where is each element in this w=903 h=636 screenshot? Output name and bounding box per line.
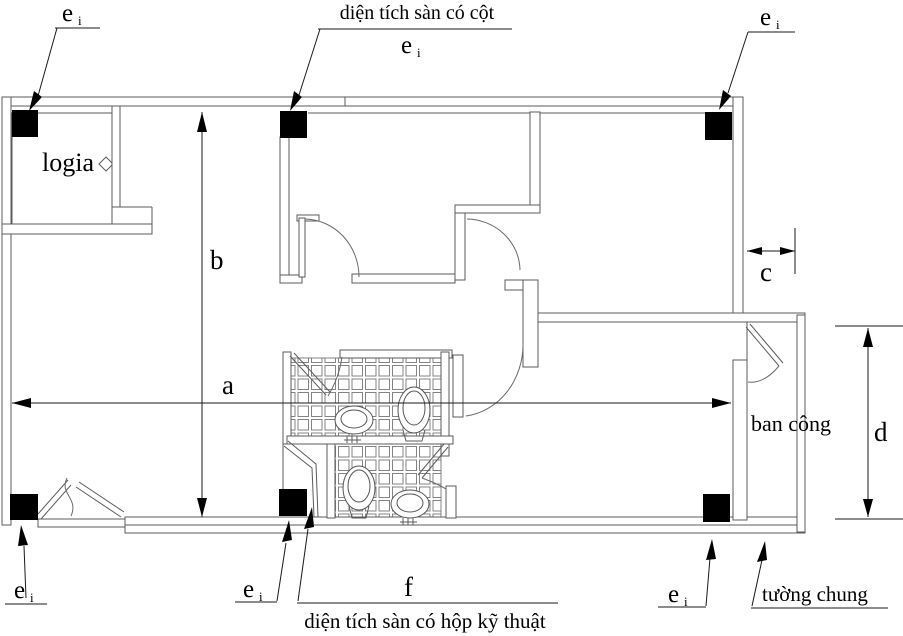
column-marker (12, 110, 38, 137)
annotation-text: diện tích sàn có hộp kỹ thuật (304, 609, 546, 633)
svg-text:e: e (62, 0, 73, 27)
bathroom-fixtures (334, 386, 431, 525)
bedroom-divider-wall (529, 111, 541, 206)
toilet-icon (397, 386, 431, 442)
svg-text:e: e (243, 576, 254, 603)
column-label-bottom-right: e i (658, 539, 716, 609)
annotation-floor-area-technical-box: f diện tích sàn có hộp kỹ thuật (297, 507, 558, 633)
column-label-top-left: e i (29, 0, 100, 111)
dimension-a: a (12, 370, 731, 408)
right-wall (732, 96, 744, 323)
column-marker (280, 111, 307, 138)
bathroom2-door (417, 443, 449, 490)
annotation-floor-area-columns: diện tích sàn có cột e i (290, 2, 512, 111)
wall-break-symbol (37, 477, 125, 520)
column-label-bottom-left: e i (5, 525, 47, 605)
svg-text:i: i (78, 13, 82, 28)
column-marker (279, 489, 307, 516)
dim-d-label: d (874, 417, 888, 447)
technical-box (282, 440, 319, 518)
loggia-right-wall (111, 105, 121, 208)
dim-a-label: a (222, 370, 234, 400)
annotation-text: tường chung (762, 582, 868, 606)
loggia-bottom-wall (1, 223, 153, 235)
balcony-right-wall (796, 314, 806, 533)
svg-text:e: e (14, 577, 25, 604)
annotation-shared-wall: tường chung (751, 541, 888, 609)
bedroom1-bottom-wall (351, 273, 456, 284)
svg-text:i: i (259, 589, 263, 604)
balcony-door (745, 323, 784, 383)
balcony-area (746, 321, 798, 519)
walls (1, 96, 806, 534)
column-marker (703, 494, 730, 522)
column-marker (10, 494, 38, 520)
balcony-label: ban công (751, 411, 831, 436)
toilet-icon (342, 465, 376, 519)
bedroom2-door (466, 218, 521, 271)
loggia-label: logia (42, 148, 94, 177)
svg-text:i: i (684, 594, 688, 609)
svg-text:i: i (776, 17, 780, 32)
loggia-area (11, 112, 114, 225)
bedroom1-door (298, 217, 360, 278)
bedroom2-bottom-wall (454, 204, 541, 214)
column-label-top-right: e i (719, 4, 795, 110)
bathroom1-door (289, 352, 343, 397)
svg-text:i: i (417, 45, 421, 60)
hallway-door (465, 343, 524, 417)
hall-wall (522, 279, 539, 368)
column-label-bottom-center: e i (235, 520, 292, 604)
hall-balcony-wall (537, 312, 806, 323)
column-marker (705, 112, 732, 140)
columns (10, 110, 732, 522)
dim-b-label: b (210, 245, 224, 275)
svg-text:e: e (668, 581, 679, 608)
svg-text:i: i (30, 590, 34, 605)
light-fixture-icon (98, 156, 114, 172)
sink-icon (334, 405, 374, 443)
svg-text:e: e (760, 4, 771, 31)
dimension-d: d (835, 325, 903, 520)
svg-text:e: e (401, 32, 412, 59)
bedroom1-left-wall (279, 136, 290, 284)
annotation-text: diện tích sàn có cột (340, 2, 495, 24)
dim-f-label: f (404, 572, 413, 602)
dimension-c: c (747, 228, 796, 287)
left-wall (1, 96, 12, 526)
dim-c-label: c (760, 257, 772, 287)
top-wall (1, 96, 744, 107)
dimension-b: b (197, 112, 224, 517)
doors (289, 217, 784, 490)
sink-icon (390, 489, 430, 525)
